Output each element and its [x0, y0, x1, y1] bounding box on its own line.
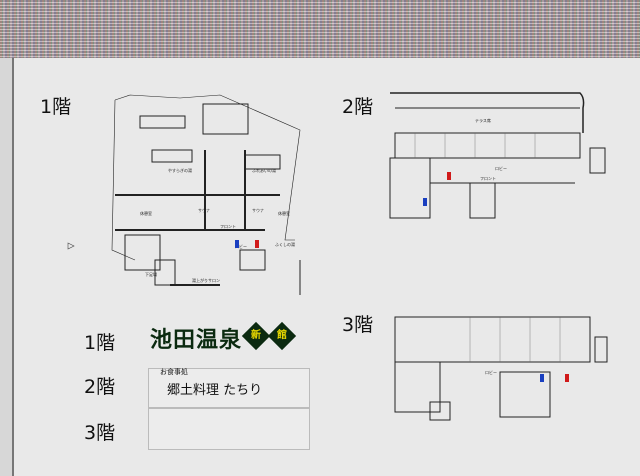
room-label: ロビー [495, 165, 507, 171]
room-label: 休憩室 [140, 210, 152, 216]
floor-3-heading: 3階 [342, 314, 374, 336]
floor-3-plan: ロビー [394, 316, 608, 421]
ikeda-onsen-logo: 池田温泉 [150, 327, 243, 353]
room-label: サウナ [198, 207, 210, 213]
room-label: ふれあいの湯 [252, 167, 276, 173]
tenant-box-2f [148, 368, 310, 408]
floor-1-plan: やすらぎの湯 ふれあいの湯 サウナ サウナ フロント ロビー ふくしの湯 下足場… [67, 94, 301, 295]
room-label: やすらぎの湯 [168, 167, 192, 173]
floor-2-heading: 2階 [342, 96, 374, 118]
floor-2-plan: テラス席 ロビー フロント [389, 92, 606, 219]
room-label: フロント [480, 176, 496, 181]
tenant-name: 郷土料理 たちり [167, 383, 263, 398]
photo-noise-strip [0, 0, 640, 60]
floor-guide-board [14, 58, 640, 476]
room-label: 下足場 [145, 271, 157, 277]
room-label: 湯上がりサロン [192, 277, 220, 283]
board-edge [0, 58, 14, 476]
room-label: テラス席 [475, 117, 491, 123]
badge-kan: 館 [267, 321, 297, 351]
room-label: サウナ [252, 207, 264, 213]
room-label: ふくしの湯 [275, 241, 295, 247]
directory-floor-1: 1階 [84, 332, 116, 354]
room-label: ロビー [485, 369, 497, 375]
badge-shin: 新 [241, 321, 271, 351]
room-label: フロント [220, 224, 236, 229]
floor-1-heading: 1階 [40, 96, 72, 118]
photo-noise-overlay [0, 0, 640, 60]
tenant-category: お食事処 [160, 368, 188, 376]
room-label: ロビー [235, 243, 247, 249]
directory-floor-2: 2階 [84, 376, 116, 398]
room-label: 休憩室 [278, 210, 290, 216]
tenant-box-3f [148, 408, 310, 450]
directory-floor-3: 3階 [84, 422, 116, 444]
